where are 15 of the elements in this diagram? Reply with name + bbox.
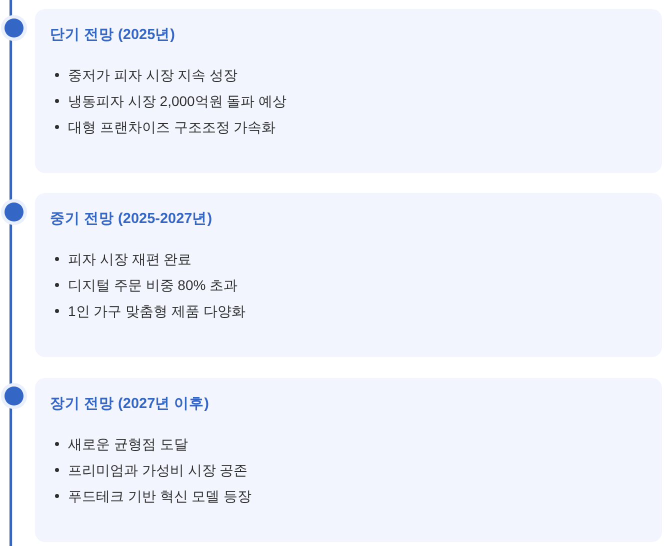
card-title: 장기 전망 (2027년 이후)	[50, 395, 209, 414]
list-item: 푸드테크 기반 혁신 모델 등장	[68, 487, 252, 506]
list-item: 대형 프랜차이즈 구조조정 가속화	[68, 118, 276, 137]
card-title: 중기 전망 (2025-2027년)	[50, 210, 212, 229]
list-item: 1인 가구 맞춤형 제품 다양화	[68, 302, 246, 321]
list-item: 냉동피자 시장 2,000억원 돌파 예상	[68, 92, 287, 111]
card-title: 단기 전망 (2025년)	[50, 26, 175, 45]
list-item: 피자 시장 재편 완료	[68, 250, 192, 269]
list-item: 새로운 균형점 도달	[68, 435, 188, 454]
card	[35, 378, 662, 542]
card	[35, 9, 662, 173]
list-item: 중저가 피자 시장 지속 성장	[68, 66, 238, 85]
card	[35, 193, 662, 357]
list-item: 프리미엄과 가성비 시장 공존	[68, 461, 248, 480]
list-item: 디지털 주문 비중 80% 초과	[68, 276, 238, 295]
